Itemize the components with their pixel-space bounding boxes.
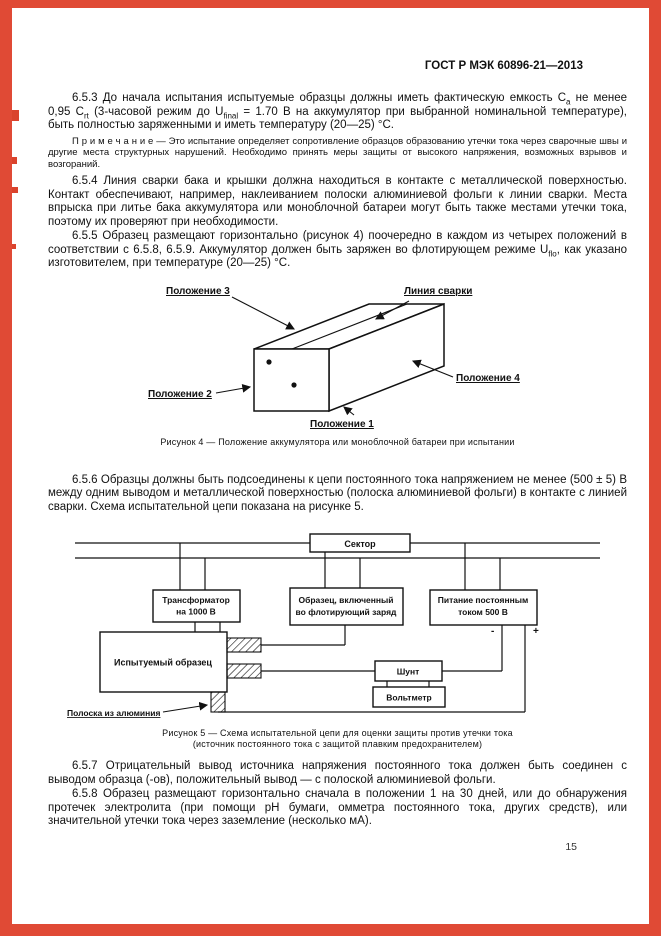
figure4-label-position2: Положение 2: [148, 389, 212, 400]
subscript: flo: [548, 248, 557, 258]
paragraph-6-5-4: 6.5.4 Линия сварки бака и крышки должна …: [48, 175, 627, 228]
page-header: ГОСТ Р МЭК 60896-21—2013: [48, 60, 627, 72]
figure4-drawing: Положение 3 Линия сварки Положение 4 Пол…: [148, 286, 520, 430]
mains-box: [309, 533, 411, 553]
shunt-box: [374, 660, 443, 682]
figure-4: Положение 3 Линия сварки Положение 4 Пол…: [48, 277, 627, 434]
circuit-wires: [75, 542, 600, 713]
figure4-label-position3: Положение 3: [166, 286, 230, 297]
figure5-label-transformer: Трансформатор: [162, 595, 230, 605]
figure5-label-minus: -: [491, 626, 494, 637]
figure5-caption-line1: Рисунок 5 — Схема испытательной цепи для…: [162, 728, 513, 738]
terminal-dot: [290, 381, 297, 388]
figure5-drawing: Сектор Трансформатор на 1000 В Образец, …: [67, 533, 600, 718]
arrow-aluminum-strip: [162, 701, 209, 713]
figure5-label-voltmeter: Вольтметр: [386, 693, 431, 703]
scan-artifact: [12, 157, 17, 164]
figure5-label-mains: Сектор: [344, 539, 376, 549]
dc-supply-box: [429, 589, 538, 626]
figure-5: Сектор Трансформатор на 1000 В Образец, …: [48, 528, 627, 725]
transformer-box: [152, 589, 241, 623]
arrow-position4: [411, 359, 453, 378]
paragraph-text: не менее 0,95 С: [48, 92, 627, 118]
paragraph-text: = 1.70 В на аккумулятор при выбранной но…: [48, 105, 627, 132]
paragraph-6-5-5: 6.5.5 Образец размещают горизонтально (р…: [48, 230, 627, 271]
terminal-dot: [265, 358, 272, 365]
figure5-label-float-sample: Образец, включенный: [298, 595, 393, 605]
figure5-label-plus: +: [533, 626, 539, 637]
page-number: 15: [565, 840, 577, 853]
paragraph-6-5-7: 6.5.7 Отрицательный вывод источника напр…: [48, 760, 627, 786]
figure5-label-test-sample: Испытуемый образец: [114, 658, 212, 668]
figure5-label-shunt: Шунт: [397, 667, 420, 677]
subscript: а: [566, 97, 571, 107]
arrow-position1: [342, 405, 354, 415]
paragraph-text: , как указано изготовителем, при темпера…: [48, 243, 627, 270]
figure4-caption: Рисунок 4 — Положение аккумулятора или м…: [160, 436, 515, 447]
figure5-label-aluminum-strip: Полоска из алюминия: [67, 708, 160, 718]
paragraph-6-5-6: 6.5.6 Образцы должны быть подсоединены к…: [48, 473, 627, 513]
arrow-position2: [215, 383, 251, 394]
figure4-label-weld-line: Линия сварки: [404, 286, 472, 297]
figure5-label-float-sample: во флотирующий заряд: [296, 607, 397, 617]
paragraph-text: 6.5.5 Образец размещают горизонтально (р…: [48, 230, 627, 256]
paragraph-6-5-3: 6.5.3 До начала испытания испытуемые обр…: [48, 92, 627, 133]
test-sample-box: [99, 631, 228, 693]
voltmeter-box: [372, 686, 446, 708]
figure5-label-dc-supply: током 500 В: [458, 607, 508, 617]
figure4-label-position1: Положение 1: [310, 419, 374, 429]
paragraph-text: (3-часовой режим до U: [88, 105, 224, 118]
figure4-label-position4: Положение 4: [456, 373, 520, 384]
subscript: rt: [83, 110, 89, 120]
subscript: final: [223, 110, 239, 120]
standard-number: ГОСТ Р МЭК 60896-21—2013: [424, 60, 583, 72]
sample-terminal: [226, 663, 262, 679]
float-sample-box: [289, 587, 404, 626]
figure5-caption-line2: (источник постоянного тока с защитой пла…: [192, 739, 483, 749]
paragraph-6-5-8: 6.5.8 Образец размещают горизонтально сн…: [48, 788, 627, 827]
scan-artifact: [12, 244, 16, 249]
scan-artifact: [12, 110, 19, 121]
weld-line: [291, 302, 407, 350]
sample-terminal: [226, 637, 262, 653]
arrow-position3: [231, 296, 295, 330]
note-paragraph: П р и м е ч а н и е — Это испытание опре…: [48, 135, 627, 170]
battery-front-face: [252, 347, 330, 412]
arrow-weld-line: [374, 300, 409, 320]
document-page: ГОСТ Р МЭК 60896-21—2013 6.5.3 До начала…: [12, 8, 649, 924]
aluminum-strip: [210, 691, 226, 713]
scan-artifact: [12, 187, 18, 193]
paragraph-text: 6.5.3 До начала испытания испытуемые обр…: [72, 92, 567, 104]
figure5-label-dc-supply: Питание постоянным: [438, 595, 529, 605]
figure5-label-transformer: на 1000 В: [176, 607, 216, 617]
